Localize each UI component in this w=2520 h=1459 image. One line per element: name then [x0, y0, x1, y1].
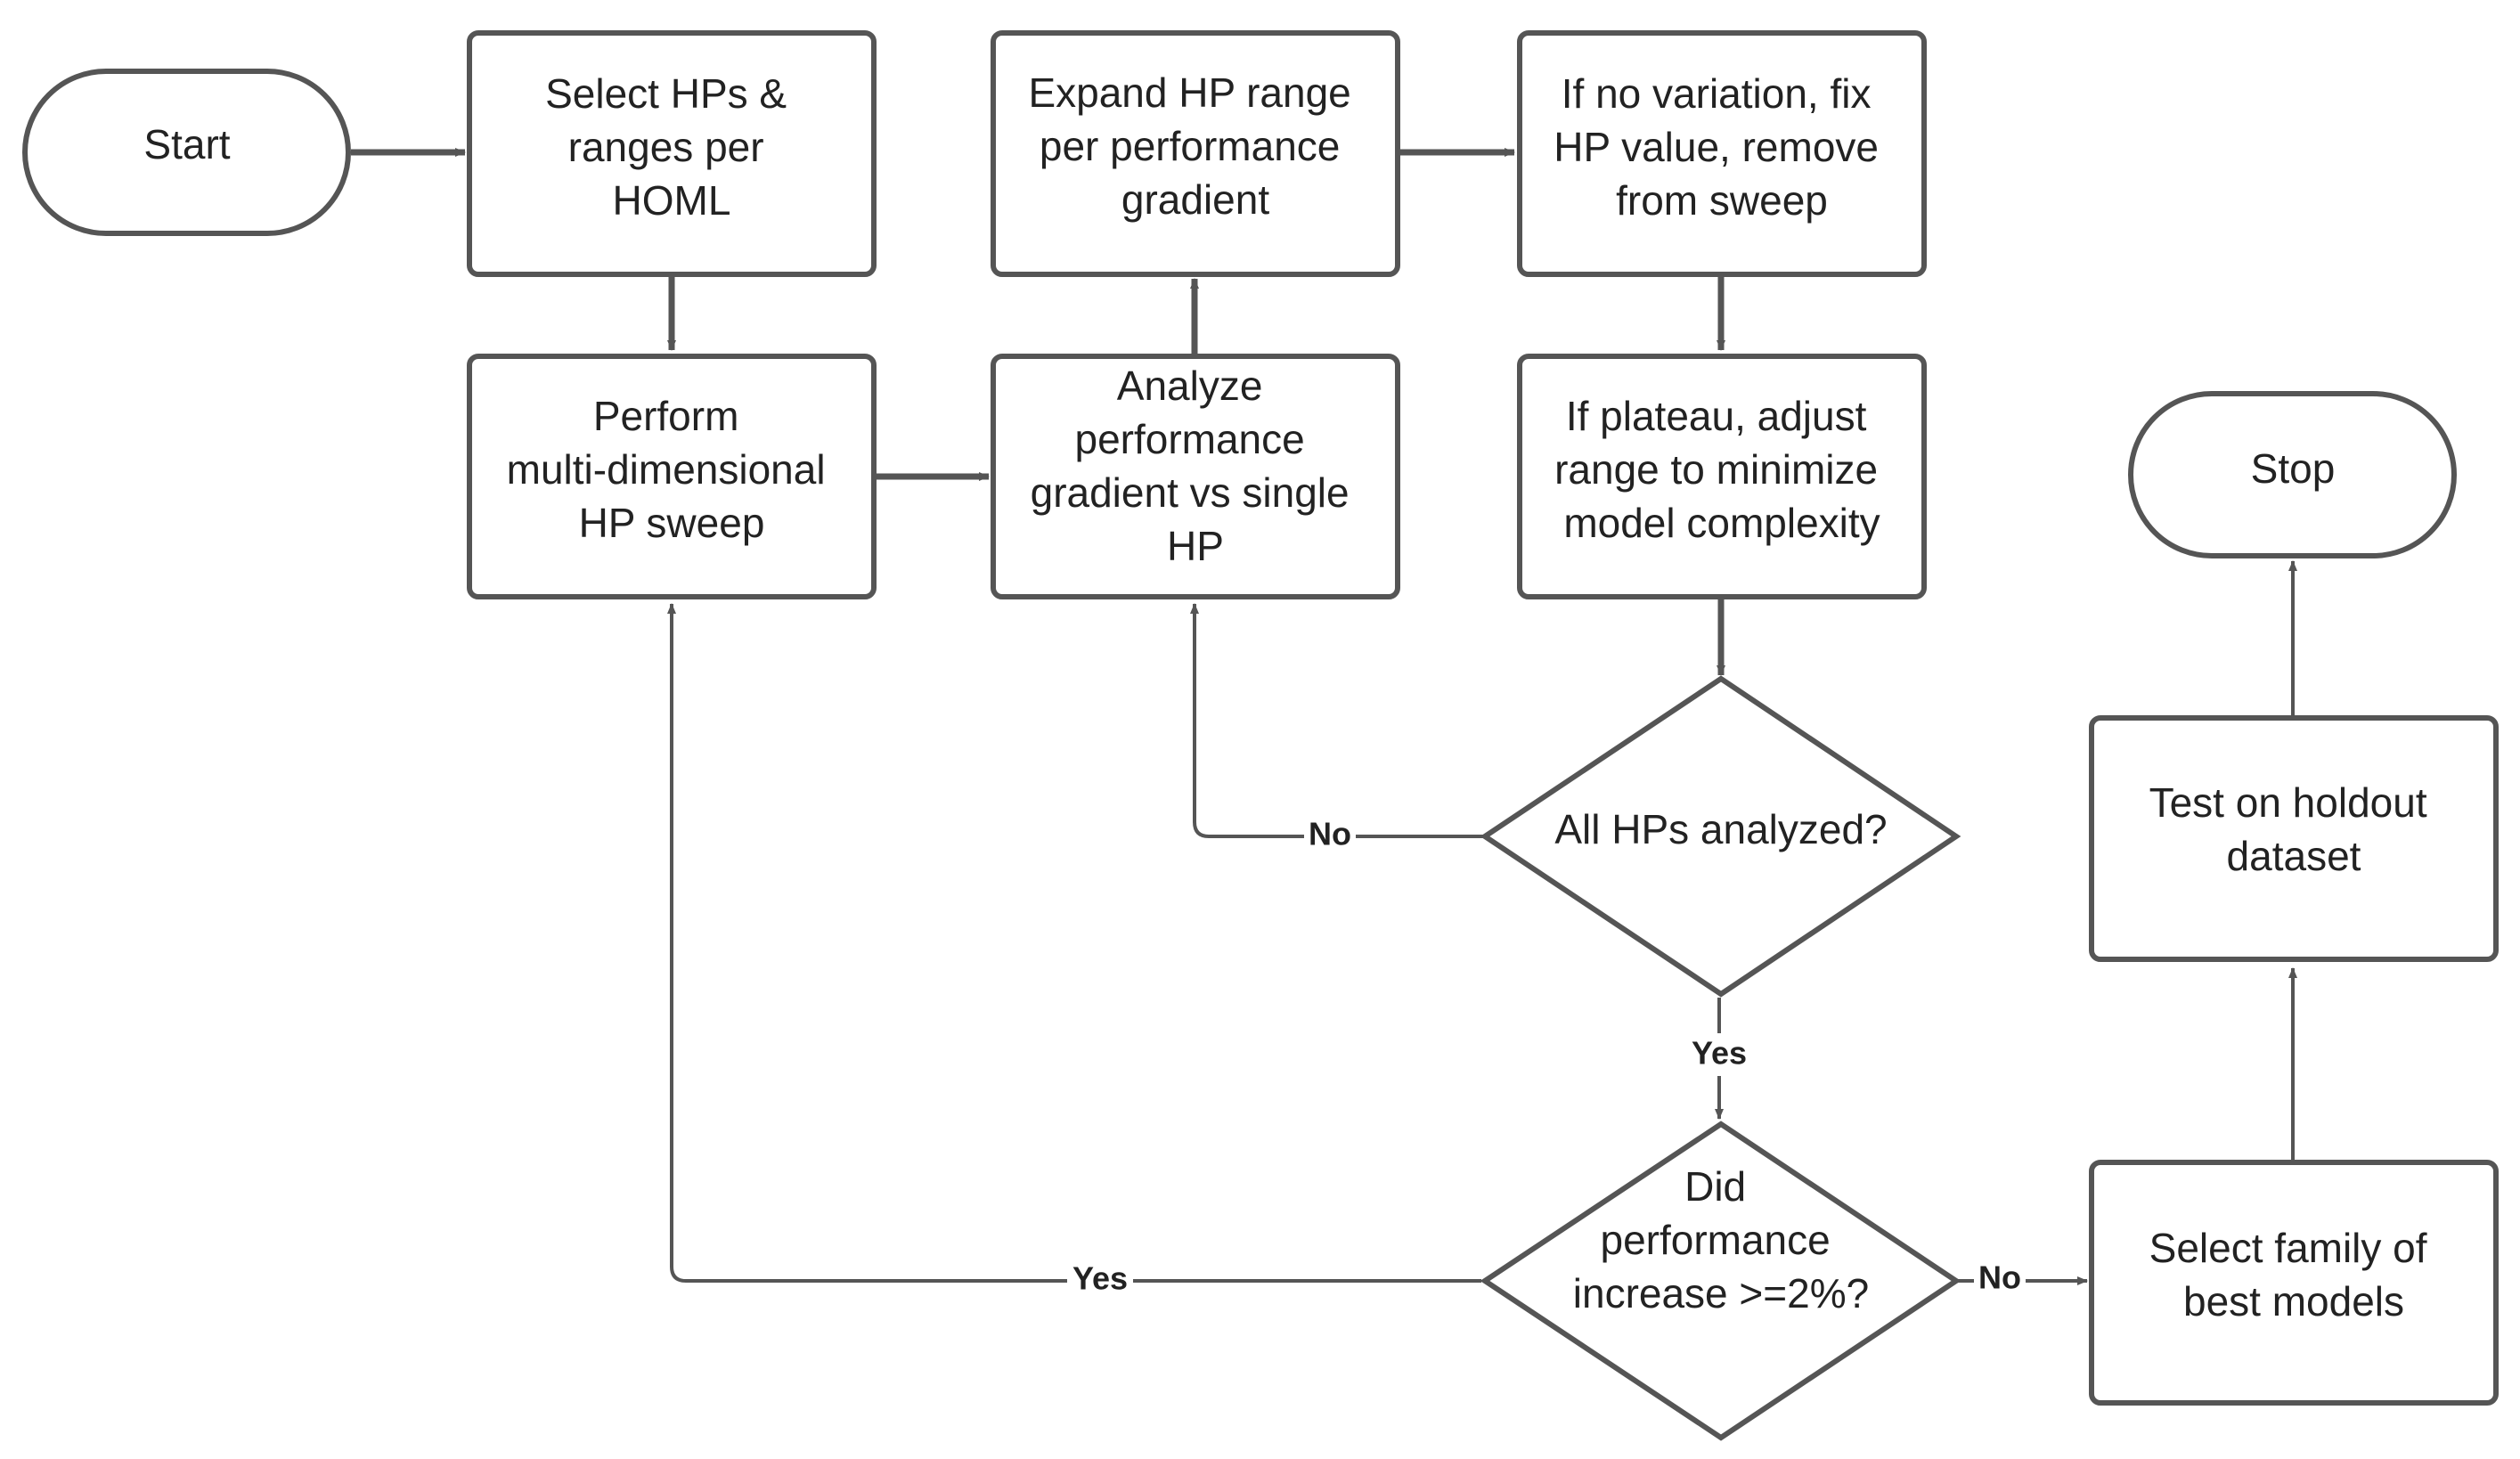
expand-range-label: Expand HP range per performance gradient [1028, 69, 1362, 223]
test-holdout-label: Test on holdout dataset [2149, 779, 2439, 879]
all-hps-label: All HPs analyzed? [1554, 806, 1887, 852]
stop-label: Stop [2251, 445, 2336, 492]
no-variation-box: If no variation, fix HP value, remove fr… [1517, 30, 1927, 277]
edge-label-did-no: No [1978, 1259, 2021, 1296]
edges [351, 148, 2297, 1285]
edge-did-yes-to-perform [667, 603, 1481, 1283]
edge-label-all-yes: Yes [1692, 1035, 1747, 1072]
did-increase-decision: Did performance increase >=2%? [1480, 1121, 1961, 1441]
test-holdout-box: Test on holdout dataset [2089, 715, 2499, 962]
edge-labels: No Yes Yes No [1067, 815, 2026, 1302]
plateau-box: If plateau, adjust range to minimize mod… [1517, 354, 1927, 599]
analyze-gradient-label: Analyze performance gradient vs single H… [1031, 363, 1361, 569]
all-hps-decision: All HPs analyzed? [1480, 675, 1961, 998]
no-variation-label: If no variation, fix HP value, remove fr… [1554, 70, 1890, 224]
expand-range-box: Expand HP range per performance gradient [991, 30, 1400, 277]
plateau-label: If plateau, adjust range to minimize mod… [1554, 393, 1889, 546]
select-family-box: Select family of best models [2089, 1160, 2499, 1406]
analyze-gradient-box: Analyze performance gradient vs single H… [991, 354, 1400, 599]
edge-label-all-no: No [1309, 816, 1351, 852]
start-terminal: Start [22, 69, 351, 236]
start-label: Start [143, 121, 230, 167]
edge-label-did-yes: Yes [1072, 1260, 1128, 1297]
select-family-label: Select family of best models [2149, 1225, 2439, 1325]
perform-sweep-label: Perform multi-dimensional HP sweep [507, 393, 837, 546]
select-hps-box: Select HPs & ranges per HOML [467, 30, 877, 277]
perform-sweep-box: Perform multi-dimensional HP sweep [467, 354, 877, 599]
stop-terminal: Stop [2128, 391, 2457, 558]
did-increase-label: Did performance increase >=2%? [1573, 1163, 1869, 1316]
edge-allhps-no-to-analyze [1190, 603, 1483, 838]
select-hps-label: Select HPs & ranges per HOML [545, 70, 798, 224]
